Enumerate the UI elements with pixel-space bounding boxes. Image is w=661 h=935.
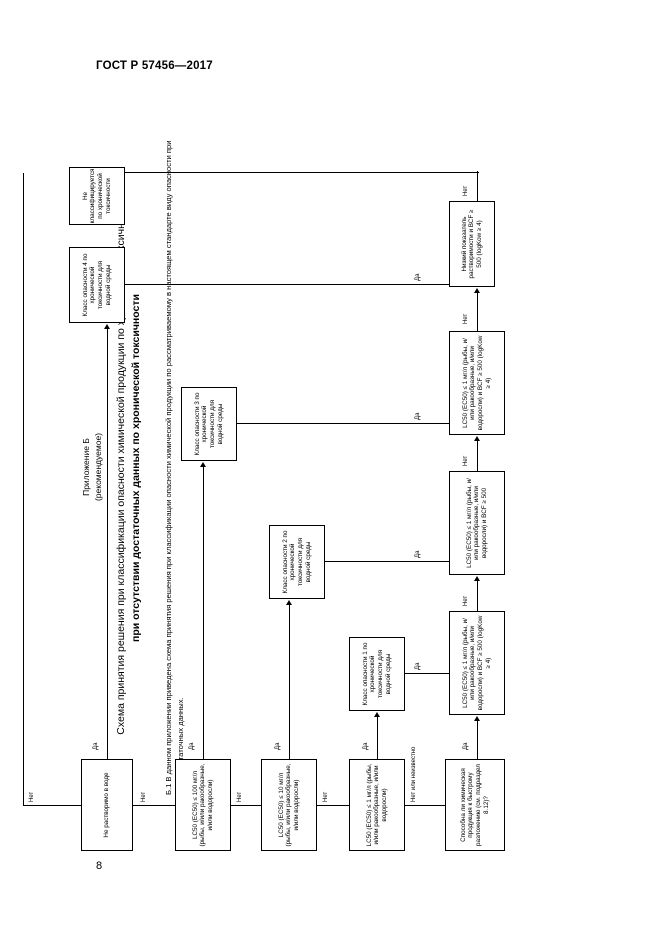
- node-n7: LC50 (EC50) ≤ 10 мг/л (рыбы, и/или ракоо…: [261, 759, 317, 851]
- arrow-n4-n5: [473, 288, 480, 293]
- edge-label-n2-r1: Да: [415, 661, 421, 671]
- edge-n4-r3: [237, 422, 449, 424]
- arrow-n9-r4: [103, 324, 110, 329]
- edge-n2-r1: [405, 672, 449, 674]
- edge-label-n2-n3: Нет: [463, 594, 469, 607]
- node-r4: Класс опасности 4 по хронической токсичн…: [69, 247, 125, 323]
- edge-label-n5-r4: Да: [415, 272, 421, 282]
- node-n3: LC50 (EC50) ≤ 1 мг/л (рыбы, и/или ракооб…: [449, 471, 505, 575]
- edge-label-n6-n7: Нет: [323, 790, 329, 803]
- edge-label-n4-r3: Да: [415, 411, 421, 421]
- arrow-n3-n4: [473, 436, 480, 441]
- node-r5: Не классифицируется по хронической токси…: [69, 167, 125, 225]
- edge-n3-r2: [325, 560, 449, 562]
- node-r2: Класс опасности 2 по хронической токсичн…: [269, 525, 325, 599]
- edge-n6-n7: [317, 804, 349, 806]
- arrow-n2-n3: [473, 576, 480, 581]
- page-header: ГОСТ Р 57456—2017: [96, 60, 213, 72]
- edge-n1-n6: [405, 804, 445, 806]
- edge-label-n3-r2: Да: [415, 549, 421, 559]
- edge-n5-r5-h: [477, 171, 479, 201]
- edge-n9-top-h: [23, 173, 25, 806]
- edge-n8-r3: [203, 467, 205, 759]
- edge-n2-n3: [477, 581, 479, 611]
- appendix-sublabel: (рекомендуемое): [93, 432, 103, 502]
- edge-n9-r4: [107, 329, 109, 759]
- body-paragraph: Б.1 В данном приложении приведена схема …: [163, 113, 187, 813]
- edge-n4-n5: [477, 293, 479, 331]
- edge-n3-n4: [477, 441, 479, 471]
- arrow-n1-n2: [473, 716, 480, 721]
- edge-label-n5-r5: Нет: [463, 184, 469, 197]
- edge-label-n7-r2: Да: [275, 741, 281, 751]
- flowchart: Способна ли химическая продукция к быстр…: [23, 73, 569, 863]
- arrow-n6-r1: [373, 712, 380, 717]
- edge-label-n1-n6: Нет или неизвестно: [411, 745, 418, 803]
- edge-label-n9-r4: Да: [93, 741, 99, 751]
- edge-label-n3-n4: Нет: [463, 454, 469, 467]
- node-n1: Способна ли химическая продукция к быстр…: [445, 759, 505, 851]
- rotated-content-canvas: Приложение Б (рекомендуемое) Схема приня…: [23, 73, 581, 863]
- edge-n5-r5-v: [125, 171, 479, 173]
- node-n5: Низкий показатель растворимости и BCF ≥ …: [449, 201, 495, 287]
- edge-label-n8-r3: Да: [189, 741, 195, 751]
- appendix-label: Приложение Б: [81, 438, 91, 496]
- page-number: 8: [96, 860, 103, 872]
- node-n2: LC50 (EC50) ≤ 1 мг/л (рыбы, и/или ракооб…: [449, 611, 505, 715]
- edge-n9-top-v: [23, 804, 81, 806]
- node-r1: Класс опасности 1 по хронической токсичн…: [349, 637, 405, 711]
- node-n9: Не растворимо в воде: [81, 759, 133, 851]
- arrow-n8-r3: [199, 462, 206, 467]
- edge-n6-r1: [377, 717, 379, 759]
- edge-n8-n9: [133, 804, 175, 806]
- edge-label-n9-r5: Нет: [29, 790, 35, 803]
- body-paragraph-text: Б.1 В данном приложении приведена схема …: [164, 140, 185, 813]
- node-n6: LC50 (EC50) ≤ 1 мг/л (рыбы, и/или ракооб…: [349, 759, 405, 851]
- edge-n5-r4: [125, 283, 449, 285]
- edge-label-n4-n5: Нет: [463, 312, 469, 325]
- node-r3: Класс опасности 3 по хронической токсичн…: [181, 387, 237, 461]
- edge-label-n7-n8: Нет: [237, 790, 243, 803]
- node-n4: LC50 (EC50) ≤ 1 мг/л (рыбы, и/или ракооб…: [449, 331, 505, 435]
- edge-n7-r2: [289, 605, 291, 759]
- edge-label-n1-n2: Да: [463, 741, 469, 751]
- edge-label-n6-r1: Да: [363, 741, 369, 751]
- arrow-n7-r2: [285, 600, 292, 605]
- scheme-title-line2: при отсутствии достаточных данных по хро…: [130, 294, 142, 643]
- edge-n7-n8: [231, 804, 261, 806]
- edge-n1-n2: [477, 721, 479, 759]
- node-n8: LC50 (EC50) ≤ 100 мг/л (рыбы, и/или рако…: [175, 759, 231, 851]
- edge-label-n8-n9: Нет: [141, 790, 147, 803]
